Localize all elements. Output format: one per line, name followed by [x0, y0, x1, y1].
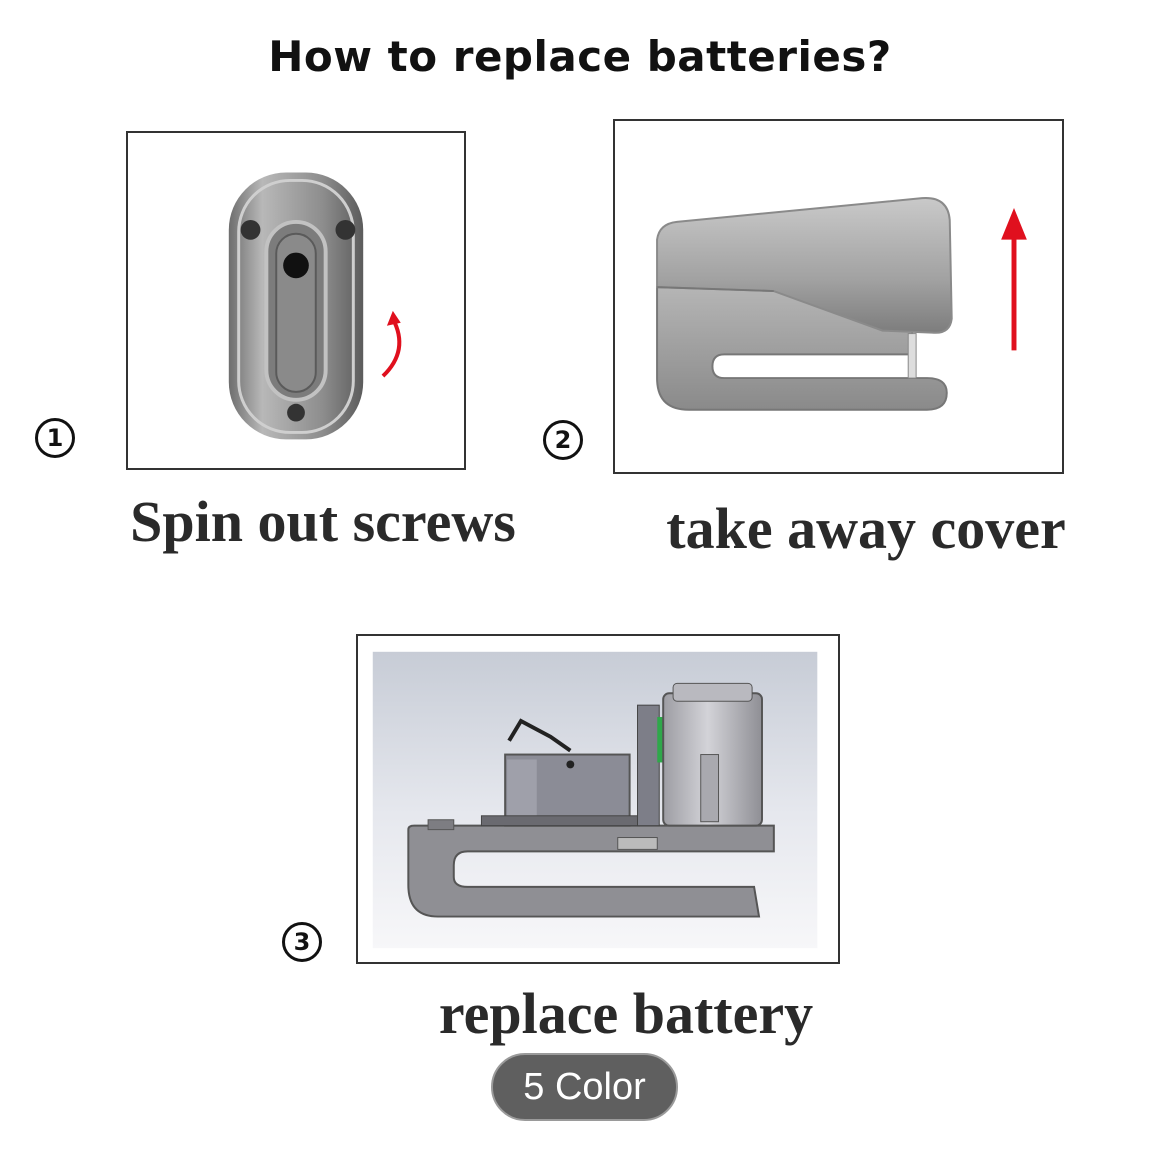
step-3-caption: replace battery: [438, 981, 814, 1046]
step-3-image: [356, 634, 840, 964]
color-count-badge[interactable]: 5 Color: [491, 1053, 678, 1121]
step-1-number: 1: [35, 418, 75, 458]
battery-assembly-illustration: [372, 651, 818, 949]
step-2-number: 2: [543, 420, 583, 460]
lock-bottom-screws-illustration: [228, 172, 402, 440]
step-2-image: [613, 119, 1064, 474]
step-1-image: [126, 131, 466, 470]
step-2-caption: take away cover: [666, 496, 1066, 561]
lock-remove-cover-illustration: [656, 197, 1027, 411]
step-1-caption: Spin out screws: [130, 489, 516, 554]
page-title: How to replace batteries?: [268, 32, 892, 81]
rotate-arrow-icon: [381, 317, 402, 378]
step-3-number: 3: [282, 922, 322, 962]
